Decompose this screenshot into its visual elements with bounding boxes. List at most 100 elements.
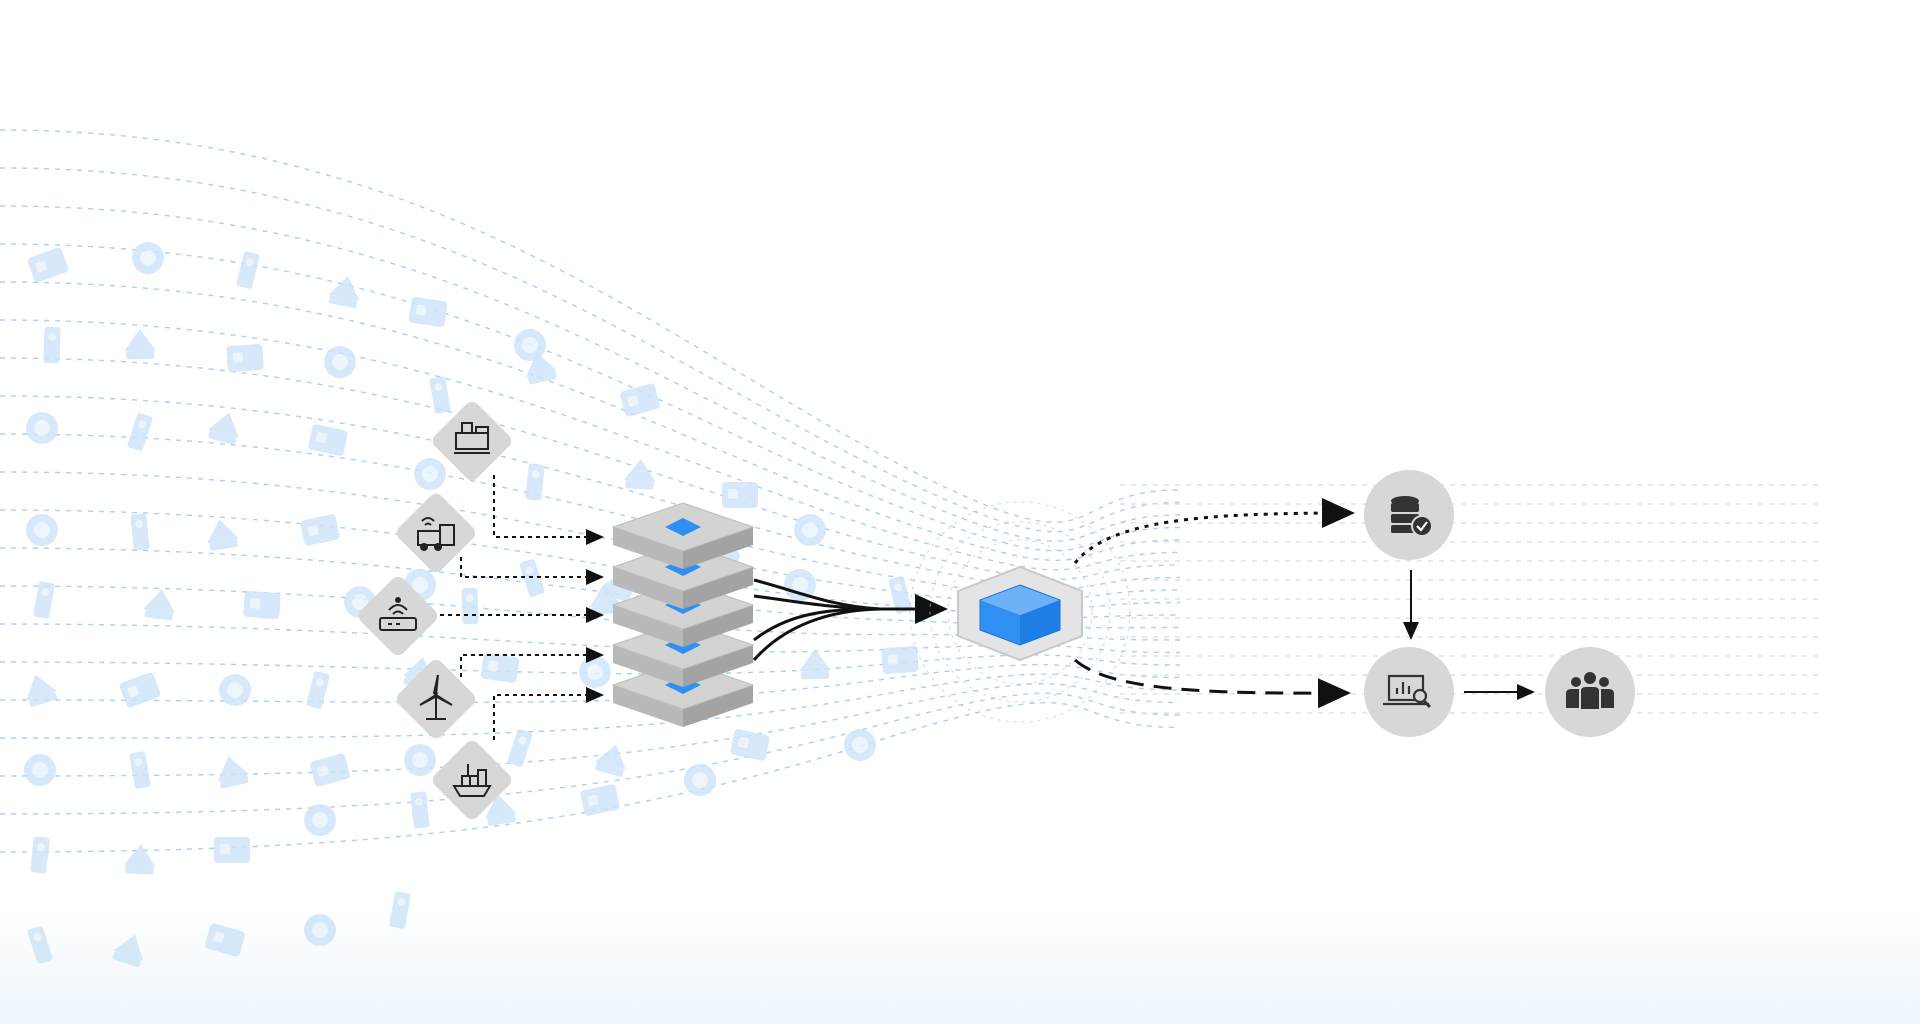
background-device-icon [127, 413, 153, 451]
wind-turbine-icon [419, 674, 453, 720]
background-device-icon [799, 649, 832, 680]
flow-line [0, 692, 1181, 815]
background-device-icon [308, 424, 348, 456]
background-device-icon [579, 656, 611, 688]
background-device-icon [404, 744, 436, 776]
central-cube [909, 501, 1131, 723]
background-device-icon [507, 729, 533, 767]
background-device-icon [205, 923, 245, 957]
flow-line [0, 395, 1181, 590]
source-connected-truck [396, 493, 476, 573]
source-machine-tool [432, 401, 512, 481]
flow-line [0, 167, 1181, 533]
flow-line [0, 129, 1181, 523]
background-device-icon [300, 514, 340, 546]
verified-database-node [1364, 470, 1454, 560]
background-device-icon [310, 753, 350, 787]
background-device-icon [27, 247, 69, 283]
background-device-icon [580, 784, 620, 816]
background-device-icon [623, 459, 656, 490]
background-device-icon [30, 836, 50, 874]
analytics-dashboard-node [1364, 647, 1454, 737]
source-connectors [440, 475, 604, 740]
background-device-icon [124, 329, 157, 360]
background-device-icon [27, 926, 53, 964]
background-device-icons [24, 242, 919, 968]
background-device-icon [112, 934, 144, 968]
background-device-icon [888, 576, 912, 614]
background-device-icon [219, 674, 251, 706]
background-device-icon [389, 891, 411, 929]
background-device-icon [429, 376, 451, 414]
flow-line [0, 357, 1181, 580]
background-device-icon [408, 297, 448, 327]
background-device-icon [26, 674, 58, 707]
background-device-icon [794, 514, 826, 546]
source-nodes [358, 401, 512, 820]
flow-line [0, 682, 1181, 777]
cargo-ship-icon [452, 764, 492, 797]
background-device-icon [594, 744, 626, 777]
background-device-icon [123, 844, 156, 875]
background-device-icon [214, 837, 250, 863]
flow-line [0, 243, 1181, 552]
background-device-icon [207, 412, 239, 445]
database-check-icon [1391, 496, 1433, 537]
background-device-icon [730, 729, 770, 761]
flow-line [0, 205, 1181, 542]
background-device-icon [461, 587, 479, 625]
truck-iot-icon [417, 517, 455, 551]
flow-line [0, 281, 1181, 561]
flow-line [0, 319, 1181, 571]
background-device-icon [514, 329, 546, 361]
background-device-icon [226, 344, 264, 372]
background-device-icon [24, 754, 56, 786]
background-device-icon [25, 514, 58, 546]
output-background-lines [1120, 484, 1820, 714]
background-device-icon [132, 242, 164, 274]
user-group-node [1545, 647, 1635, 737]
background-device-icon [410, 791, 430, 829]
background-device-icon [130, 513, 150, 551]
background-device-icon [207, 519, 239, 551]
stack-layer [611, 502, 755, 569]
background-device-icon [217, 756, 249, 789]
background-device-icon [304, 804, 336, 836]
analytics-laptop-icon [1383, 674, 1432, 709]
background-device-icon [236, 251, 260, 289]
background-device-icon [119, 672, 161, 708]
background-device-icon [881, 646, 919, 674]
cnc-machine-icon [454, 422, 490, 454]
flow-line [0, 585, 1181, 641]
background-device-icon [33, 581, 55, 619]
merge-arrows [752, 578, 948, 661]
people-group-icon [1566, 672, 1614, 711]
output-nodes [1364, 470, 1635, 737]
background-device-icon [485, 794, 517, 826]
source-router [358, 576, 438, 656]
output-connectors [1073, 498, 1535, 709]
background-device-icon [525, 352, 557, 385]
source-wind-turbine [396, 659, 476, 739]
router-icon [379, 597, 417, 631]
background-device-icon [324, 346, 356, 378]
layer-stack-hub [611, 502, 755, 727]
background-device-icon [304, 914, 336, 946]
background-device-icon [243, 591, 281, 619]
background-device-icon [480, 653, 520, 683]
background-device-icon [306, 671, 330, 709]
flow-line [0, 623, 1181, 654]
background-device-icon [620, 383, 660, 417]
flow-line [0, 673, 1181, 739]
flow-line [0, 654, 1181, 675]
flow-line [0, 547, 1181, 629]
background-device-icon [684, 764, 716, 796]
background-device-icon [844, 729, 876, 761]
background-flow-lines [0, 129, 1181, 853]
background-device-icon [525, 463, 545, 501]
background-device-icon [143, 589, 176, 621]
background-device-icon [414, 458, 446, 490]
background-device-icon [43, 326, 61, 364]
background-device-icon [129, 751, 151, 789]
